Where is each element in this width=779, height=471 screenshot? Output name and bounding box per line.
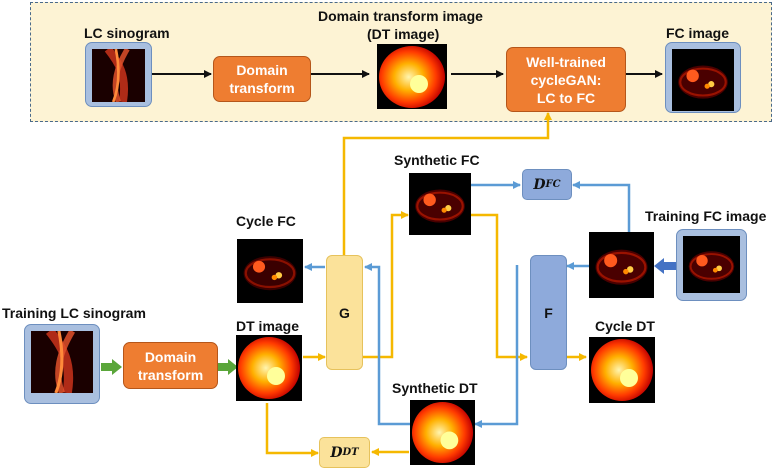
arrow [101,359,122,375]
pet-fc-image [589,232,654,298]
arrow [470,213,528,361]
ddt-sub: DT [342,447,359,458]
generator-g: G [326,255,363,370]
arrow [218,359,238,375]
synthetic-fc-label: Synthetic FC [394,152,480,168]
dt-title-line2: (DT image) [367,26,440,42]
cycle-dt-label: Cycle DT [595,318,655,334]
lc-sinogram-frame [85,42,152,107]
training-lc-label: Training LC sinogram [2,305,146,321]
generator-f: F [530,255,567,370]
training-lc-frame [24,324,100,404]
pet-fc-image [409,173,471,235]
ddt-main: D [330,444,343,461]
synthetic-dt-label: Synthetic DT [392,380,478,396]
pet-fc-image [672,49,734,111]
pet-fc-image [683,236,740,293]
dt-image [236,335,302,401]
dt-image [410,400,475,465]
arrow [362,211,409,359]
dt-image-label: DT image [236,318,300,334]
arrow [265,403,319,457]
lc-sinogram-label: LC sinogram [84,25,170,41]
fc-image-frame [665,42,741,113]
pet-fc-image [237,239,303,303]
sinogram-image [92,49,145,102]
domain-transform-box-bottom: Domain transform [123,342,218,389]
domain-transform-box-top: Domain transform [213,56,311,102]
arrow [572,181,631,232]
arrow [474,265,519,428]
dt-title-line1: Domain transform image [318,8,483,24]
training-fc-frame [676,229,747,301]
arrow [342,112,552,255]
dt-image [377,44,447,109]
arrow [364,263,410,426]
dfc-main: D [533,176,546,193]
fc-image-label: FC image [666,25,730,41]
dfc-sub: FC [545,179,561,190]
training-fc-label: Training FC image [645,208,767,224]
cyclegan-box: Well-trained cycleGAN: LC to FC [506,47,626,112]
sinogram-image [31,331,93,393]
cycle-fc-label: Cycle FC [236,213,296,229]
dt-image [589,337,655,403]
arrow [654,258,676,274]
